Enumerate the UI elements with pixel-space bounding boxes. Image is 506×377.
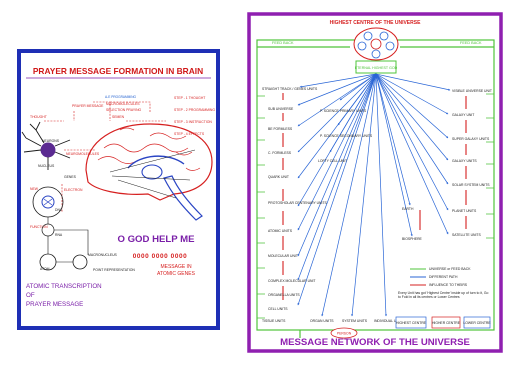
person-oval <box>330 327 358 339</box>
step-labels: STEP - 1 THOUGHT STEP - 2 PROGRAMMING ST… <box>174 96 215 136</box>
brain-folds <box>97 127 201 171</box>
note-nucleus: NUCLEUS <box>38 164 55 168</box>
cell-schematics <box>32 186 89 271</box>
note-point-representation: POINT REPRESENTATION <box>93 268 135 272</box>
note-text: Every Unit has got 'Highest Centre' insi… <box>398 291 489 299</box>
caption-line-1: ATOMIC TRANSCRIPTION <box>26 283 102 290</box>
centre-boxes: HIGHEST CENTRE HIGHER CENTRE LOWER CENTR… <box>395 316 491 329</box>
symbol-caption-1: MESSAGE IN <box>160 264 192 270</box>
cell-nucleus-1 <box>41 195 55 209</box>
note-genes: GENES <box>64 175 77 179</box>
legend-item-3: INFLUENCE TO THEIRS <box>429 283 468 287</box>
person-oval-label: PERSON <box>337 332 352 336</box>
note-thought: THOUGHT <box>30 115 47 119</box>
left-level-3: BE FORMLESS <box>268 127 293 131</box>
bottom-units: TISSUE UNITS ORGAN UNITS SYSTEM UNITS IN… <box>262 319 402 323</box>
middle-level-4: EARTH <box>402 207 414 211</box>
bottom-title: MESSAGE NETWORK OF THE UNIVERSE <box>280 337 470 348</box>
caption-line-2: OF <box>26 292 35 299</box>
right-poster: HIGHEST CENTRE OF THE UNIVERSE FEED BACK… <box>247 12 503 353</box>
left-poster-frame <box>17 49 220 330</box>
legend: UNIVERSE or FEED BACK DIFFERENT PATH INF… <box>410 267 471 287</box>
neuron-cell-body <box>40 142 56 158</box>
hub-label: ETERNAL HIGHEST GOD <box>355 66 398 70</box>
caption-line-3: PRAYER MESSAGE <box>26 301 83 308</box>
symbol-caption-2: ATOMIC GENES <box>157 271 196 277</box>
red-level-arrows <box>282 93 467 300</box>
note-selection: SELECTION PRAYING <box>106 108 142 112</box>
bottom-unit-3: SYSTEM UNITS <box>342 319 368 323</box>
middle-level-3: LOFTY CELL UNIT <box>318 159 347 163</box>
left-poster: PRAYER MESSAGE FORMATION IN BRAIN STEP -… <box>17 49 220 330</box>
left-poster-title: PRAYER MESSAGE FORMATION IN BRAIN <box>33 66 203 76</box>
feedback-label-right: FEED BACK <box>460 41 482 45</box>
right-level-7: SATELLITE UNITS <box>452 233 482 237</box>
left-level-6: PROTOSHOLAR CENTENARY UNITS <box>268 201 328 205</box>
middle-column-levels: P. SCIENCE PRIMARY UNITS P. SCIENCE SECO… <box>318 109 423 241</box>
left-level-9: COMPLEX MOLECULAR UNIT <box>268 279 315 283</box>
note-function: FUNCTION <box>30 225 48 229</box>
note-box: Every Unit has got 'Highest Centre' insi… <box>398 291 489 299</box>
legend-item-1: UNIVERSE or FEED BACK <box>429 267 471 271</box>
brain-outline <box>85 123 213 201</box>
left-level-1: STRAIGHT TRACK / GENES UNITS <box>262 87 318 91</box>
note-macronucleus: MACRONUCLEUS <box>88 253 118 257</box>
note-macromolecules: MACROMOLECULES <box>106 102 140 106</box>
note-new: NEW <box>30 187 39 191</box>
brain-stem <box>163 175 203 221</box>
middle-level-5: BIOSPHERE <box>402 237 423 241</box>
note-semen: SEMEN <box>112 115 125 119</box>
thalamus <box>141 164 163 180</box>
left-level-8: MOLECULAR UNIT <box>268 254 298 258</box>
hub-box <box>355 60 397 74</box>
right-level-5: SOLAR SYSTEM UNITS <box>452 183 490 187</box>
legend-item-2: DIFFERENT PATH <box>429 275 458 279</box>
middle-level-1: P. SCIENCE PRIMARY UNITS <box>320 109 367 113</box>
pointer-lines <box>109 149 196 199</box>
right-level-4: GALAXY UNITS <box>452 159 477 163</box>
note-programming: A-E PROGRAMMING <box>105 95 137 99</box>
step-label-2: STEP - 2 PROGRAMMING <box>174 108 215 112</box>
note-neurons: NEURONS <box>42 139 60 143</box>
right-level-1: VISIBLE UNIVERSE UNIT <box>452 89 492 93</box>
note-electron: ELECTRON <box>64 188 83 192</box>
universe-hub <box>353 27 399 61</box>
bottom-unit-1: TISSUE UNITS <box>262 319 286 323</box>
left-level-2: SUB UNIVERSE <box>268 107 294 111</box>
network-lines <box>297 73 451 317</box>
left-level-7: ATOMIC UNITS <box>268 229 293 233</box>
centre-box-2: HIGHER CENTRE <box>432 321 461 325</box>
left-level-4: C. FORMLESS <box>268 151 292 155</box>
corpus-callosum <box>127 155 185 169</box>
top-title: HIGHEST CENTRE OF THE UNIVERSE <box>330 20 422 26</box>
right-level-6: PLANET UNITS <box>452 209 477 213</box>
red-connectors <box>44 101 166 212</box>
note-prayer-message: PRAYER MESSAGE <box>72 104 104 108</box>
left-level-5: QUARK UNIT <box>268 175 289 179</box>
right-level-3: SUPER GALAXY UNITS <box>452 137 490 141</box>
step-label-1: STEP - 1 THOUGHT <box>174 96 205 100</box>
centre-box-1: HIGHEST CENTRE <box>396 321 427 325</box>
bottom-unit-2: ORGAN UNITS <box>310 319 334 323</box>
note-rna: RNA <box>55 233 63 237</box>
centre-box-3: LOWER CENTRE <box>463 321 491 325</box>
note-dna: DNA <box>55 208 63 212</box>
right-column-levels: VISIBLE UNIVERSE UNIT GALAXY UNIT SUPER … <box>452 89 492 237</box>
note-neuromolecules: NEUROMOLECULES <box>66 152 100 156</box>
left-level-11: CELL UNITS <box>268 307 288 311</box>
left-column-levels: STRAIGHT TRACK / GENES UNITS SUB UNIVERS… <box>262 87 328 311</box>
symbol-row: 0000 0000 0000 <box>133 253 188 260</box>
left-level-10: ORGANELLA UNITS <box>268 293 300 297</box>
bottom-unit-4: INDIVIDUAL UNIT <box>374 319 402 323</box>
step-label-3: STEP - 3 INSTRUCTION <box>174 120 212 124</box>
middle-level-2: P. SCIENCE SECONDARY UNITS <box>320 134 373 138</box>
feedback-label-left: FEED BACK <box>272 41 294 45</box>
step-label-4: STEP - 4 EFFECTS <box>174 132 205 136</box>
neuron-illustration <box>21 121 71 170</box>
feedback-steps <box>257 93 494 319</box>
brain-illustration <box>85 123 213 221</box>
help-callout: O GOD HELP ME <box>117 234 195 245</box>
right-level-2: GALAXY UNIT <box>452 113 474 117</box>
